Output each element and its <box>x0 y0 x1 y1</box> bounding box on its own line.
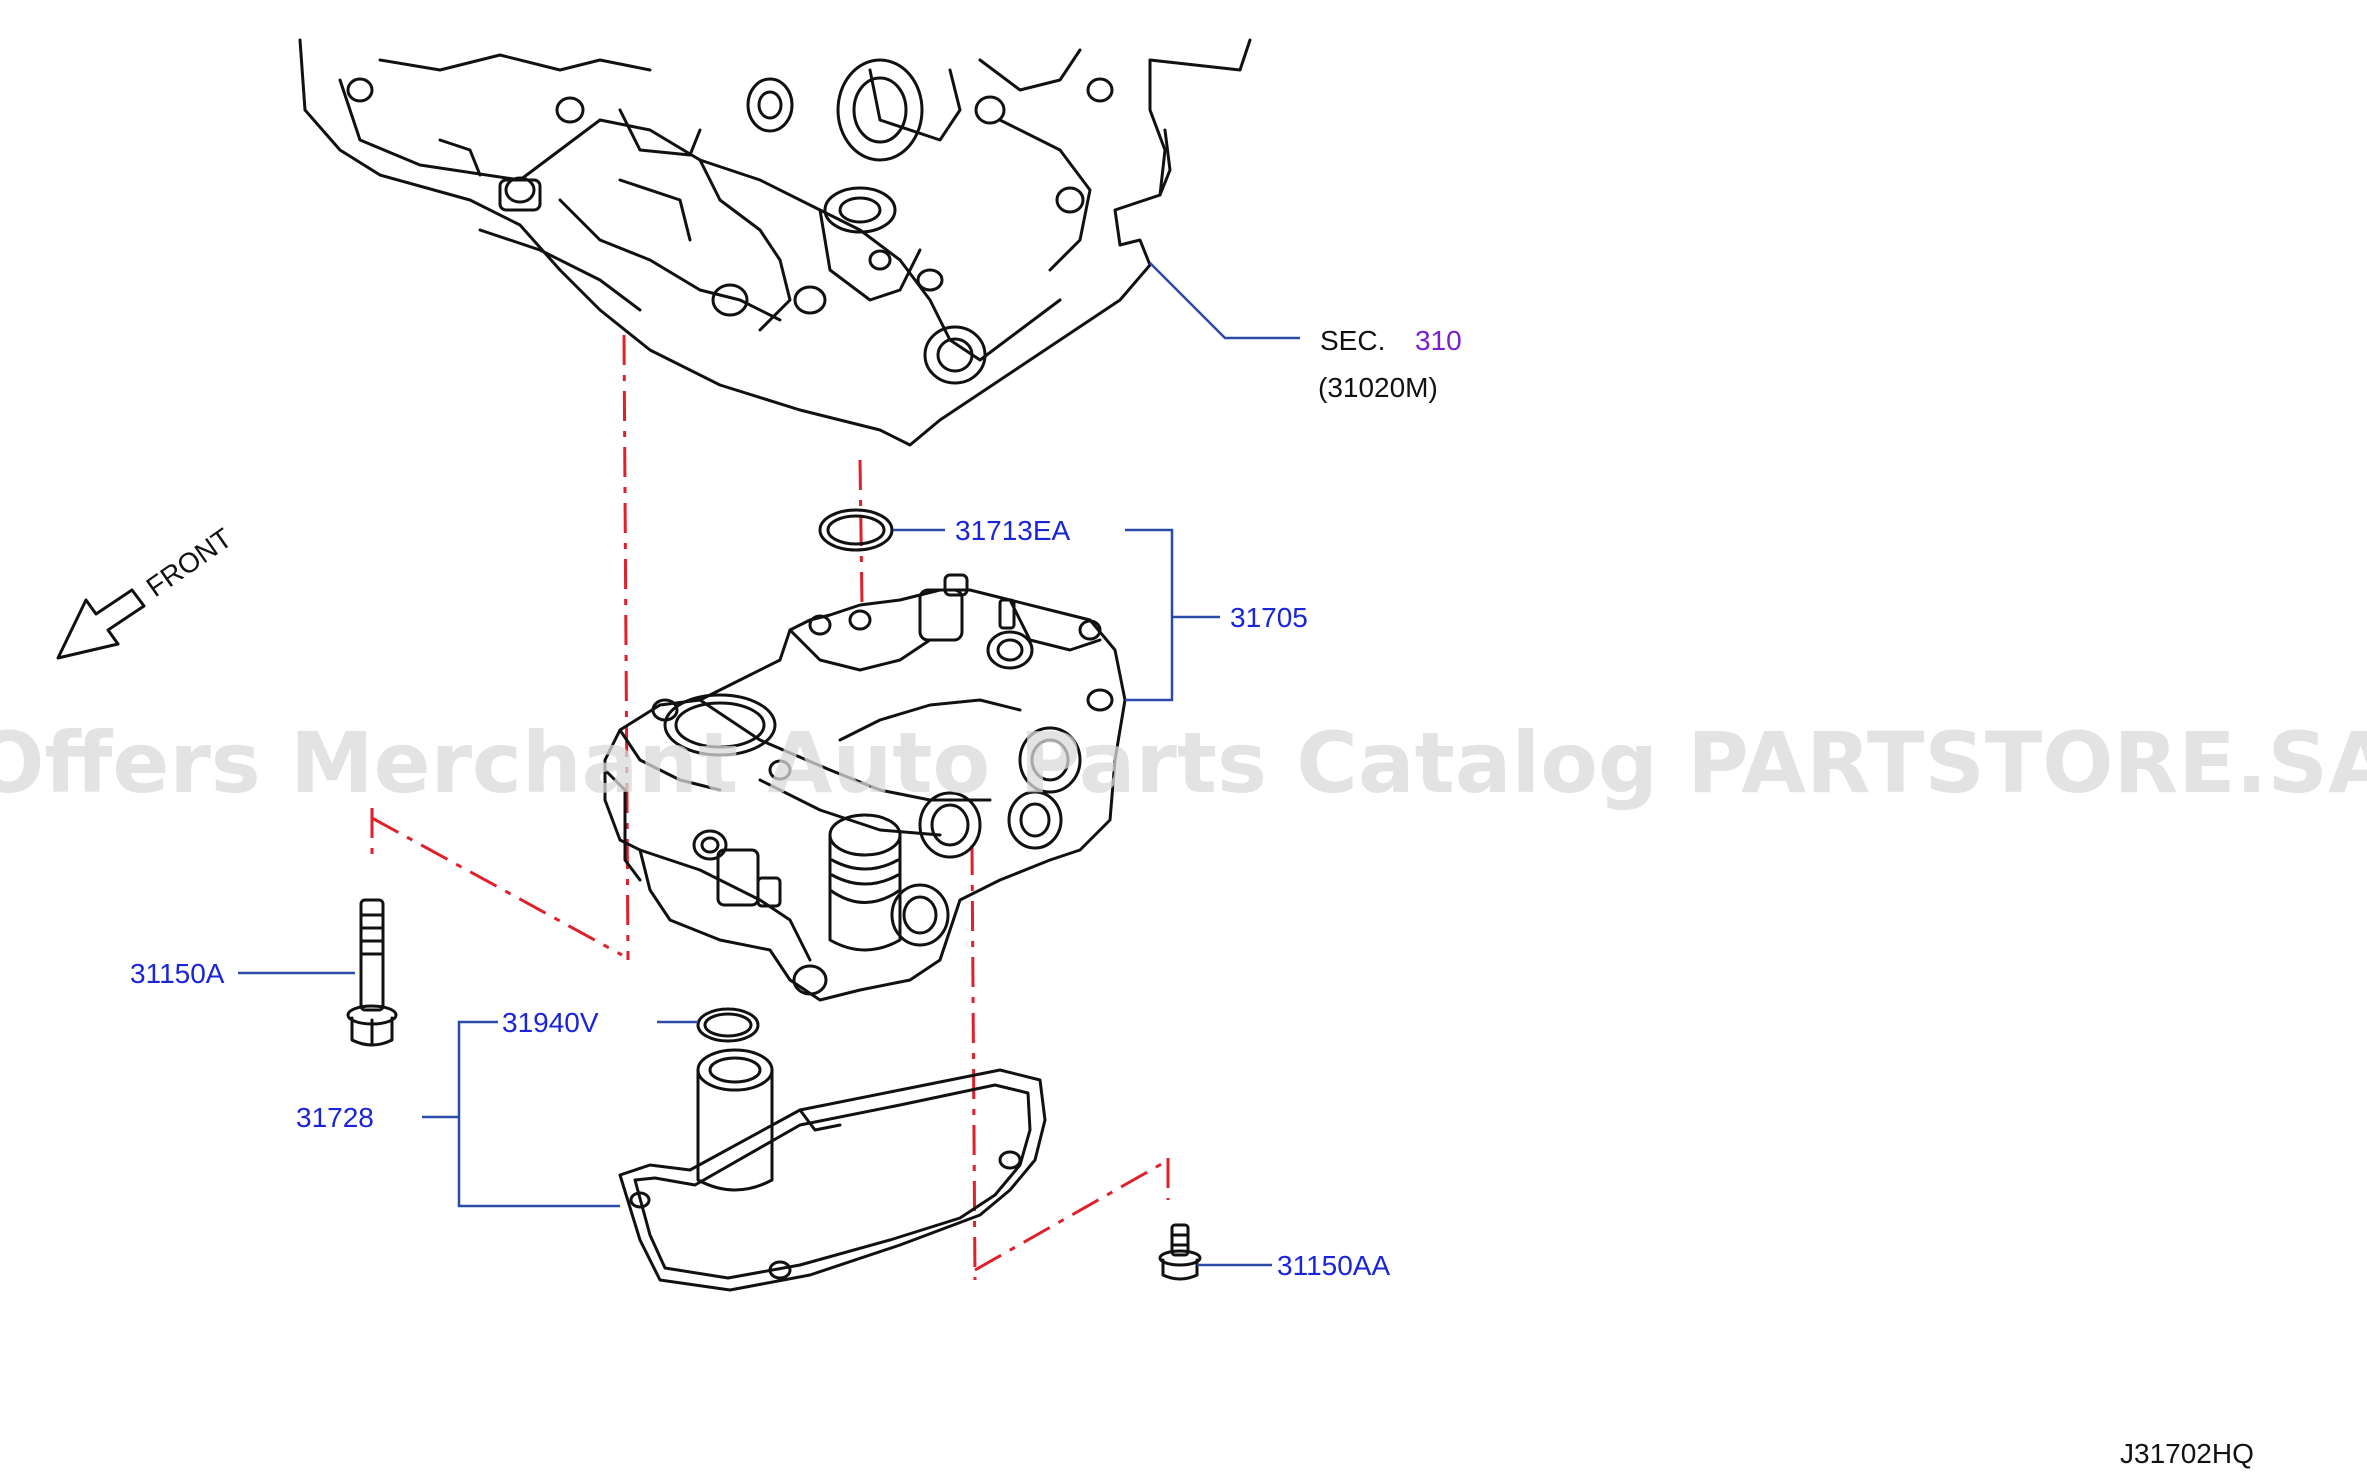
part-label-31705[interactable]: 31705 <box>1230 602 1308 633</box>
front-label: FRONT <box>141 522 238 603</box>
bracket-31728 <box>457 1020 620 1208</box>
bracket-31705 <box>1125 528 1174 702</box>
control-valve-assembly[interactable] <box>603 573 1127 1002</box>
o-ring-31713ea[interactable] <box>818 508 894 552</box>
section-ref-prefix: SEC. <box>1320 325 1385 356</box>
section-ref-link[interactable]: 310 <box>1415 325 1462 356</box>
leader-sec-310 <box>1149 262 1300 340</box>
bolt-31150aa[interactable] <box>1158 1223 1202 1281</box>
part-label-31713ea[interactable]: 31713EA <box>955 515 1071 546</box>
diagram-code: J31702HQ <box>2120 1438 2254 1469</box>
part-label-31728[interactable]: 31728 <box>296 1102 374 1133</box>
part-label-31150aa[interactable]: 31150AA <box>1277 1250 1390 1281</box>
transmission-case <box>298 38 1252 447</box>
watermark: Offers Merchant Auto Parts Catalog PARTS… <box>0 714 2367 812</box>
oil-strainer-31728[interactable] <box>618 1048 1047 1292</box>
part-label-31150a[interactable]: 31150A <box>130 958 225 989</box>
part-label-31940v[interactable]: 31940V <box>502 1007 599 1038</box>
o-ring-31940v[interactable] <box>696 1007 760 1043</box>
front-arrow-icon <box>56 588 146 660</box>
section-ref-subcode: (31020M) <box>1318 372 1438 403</box>
bolt-31150a[interactable] <box>346 898 398 1047</box>
